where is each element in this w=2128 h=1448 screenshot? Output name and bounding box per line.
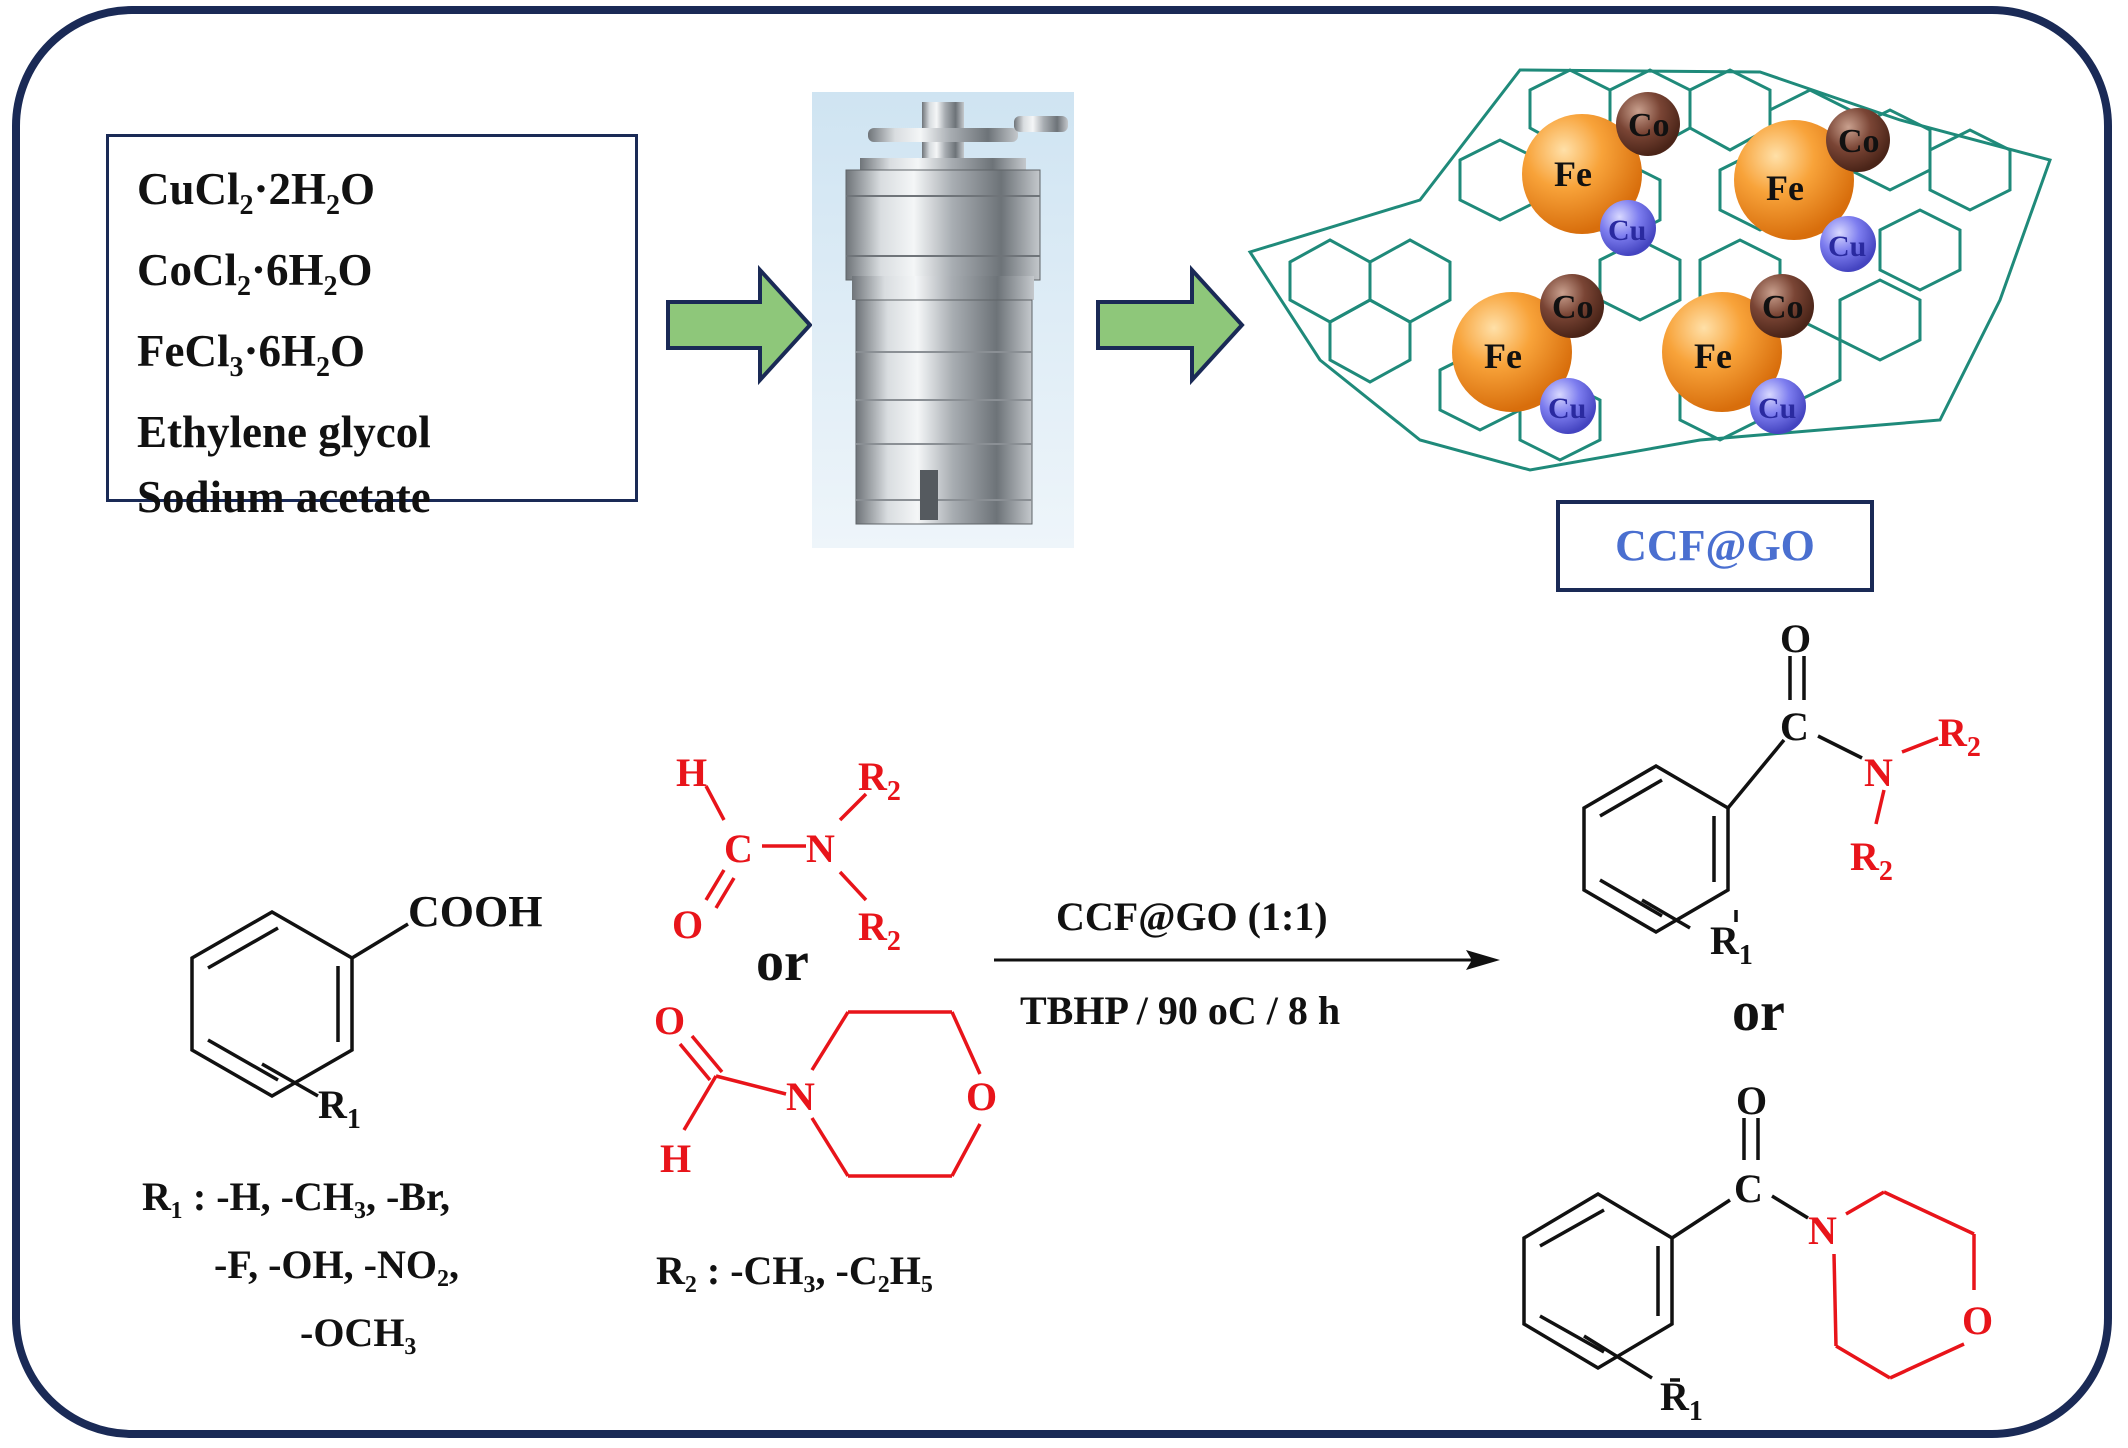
fe-label: Fe (1484, 336, 1522, 376)
product2-n: N (1808, 1208, 1837, 1253)
product1-r2-top: R2 (1938, 710, 1981, 763)
dialkylformamide-structure (704, 785, 868, 909)
product-dialkylbenzamide-structure (1582, 656, 1863, 935)
morpholine-o: O (966, 1074, 997, 1119)
or-label-left: or (756, 931, 809, 993)
product-dialkylamine-bonds (1874, 736, 1939, 825)
product2-carbonyl-o: O (1736, 1078, 1767, 1123)
cooh-label: COOH (408, 887, 542, 936)
r1-label-acid: R1 (318, 1082, 361, 1135)
formamide-o: O (672, 902, 703, 947)
fe-label: Fe (1554, 154, 1592, 194)
product1-r1: R1 (1710, 918, 1753, 971)
process-arrow-1 (666, 264, 813, 386)
morpholine-formyl-o: O (654, 998, 685, 1043)
fe-label: Fe (1694, 336, 1732, 376)
reagent-cucl2: CuCl2·2H2O (137, 164, 376, 221)
r1-definition-line-2: -F, -OH, -NO₂, (214, 1242, 459, 1287)
co-label: Co (1552, 289, 1594, 326)
or-label-right: or (1732, 981, 1785, 1043)
product-morpholine-ring (1832, 1190, 1976, 1380)
reaction-arrowhead (1466, 950, 1500, 970)
r1-definition-line-3: -OCH₃ (300, 1310, 416, 1355)
metal-cluster-3: Fe Co Cu (1452, 274, 1604, 434)
formamide-r2-top: R2 (858, 754, 901, 807)
product1-n: N (1864, 750, 1893, 795)
metal-cluster-2: Fe Co Cu (1734, 108, 1890, 272)
r2-definition: R₂ : -CH₃, -C₂H₅ (656, 1248, 933, 1293)
r1-definition-line-1: R₁ : -H, -CH₃, -Br, (142, 1174, 450, 1219)
morpholine-n: N (786, 1074, 815, 1119)
process-arrow-2 (1096, 264, 1245, 386)
formamide-n: N (806, 826, 835, 871)
morpholine-formyl-h: H (660, 1136, 691, 1181)
reagent-cocl2: CoCl2·6H2O (137, 245, 373, 302)
cu-label: Cu (1548, 392, 1586, 425)
conditions-oxidant-temp-time: TBHP / 90 oC / 8 h (1020, 988, 1340, 1033)
cu-label: Cu (1608, 214, 1646, 247)
reagent-fecl3: FeCl3·6H2O (137, 326, 365, 383)
formylmorpholine-structure (678, 1010, 982, 1178)
formamide-r2-bottom: R2 (858, 904, 901, 957)
metal-cluster-4: Fe Co Cu (1662, 274, 1814, 434)
co-label: Co (1628, 107, 1670, 144)
benzoic-acid-structure (190, 909, 409, 1099)
product-morpholinoamide-structure (1522, 1118, 1809, 1382)
product2-r1: R1 (1660, 1374, 1703, 1427)
metal-cluster-1: Fe Co Cu (1522, 92, 1680, 256)
product1-carbonyl-c: C (1780, 704, 1809, 749)
co-label: Co (1838, 123, 1880, 160)
product1-r2-bottom: R2 (1850, 834, 1893, 887)
formamide-h: H (676, 750, 707, 795)
product2-carbonyl-c: C (1734, 1166, 1763, 1211)
reagent-ethylene-glycol: Ethylene glycol (137, 407, 431, 457)
product1-carbonyl-o: O (1780, 616, 1811, 661)
cu-label: Cu (1828, 230, 1866, 263)
fe-label: Fe (1766, 168, 1804, 208)
conditions-catalyst: CCF@GO (1:1) (1056, 894, 1328, 939)
formamide-c: C (724, 826, 753, 871)
product2-o: O (1962, 1298, 1993, 1343)
reagent-sodium-acetate: Sodium acetate (137, 472, 431, 522)
co-label: Co (1762, 289, 1804, 326)
autoclave-reactor-image (812, 92, 1074, 548)
reagent-list: CuCl2·2H2O CoCl2·6H2O FeCl3·6H2O Ethylen… (106, 134, 638, 522)
catalyst-label: CCF@GO (1556, 500, 1874, 592)
cu-label: Cu (1758, 392, 1796, 425)
